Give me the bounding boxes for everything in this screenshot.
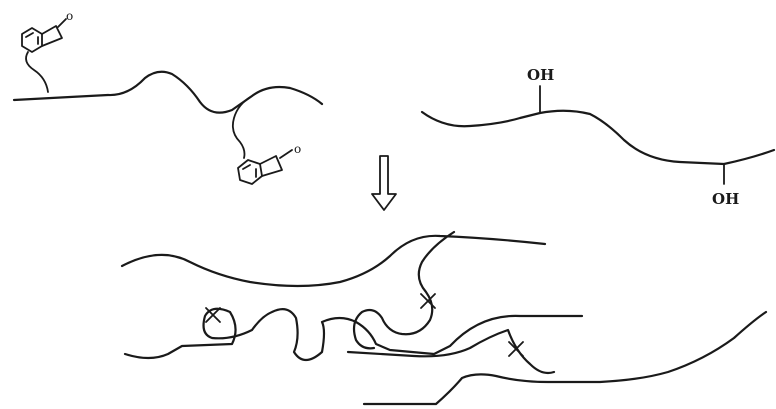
network-chain-1 [120, 234, 547, 288]
hydroxyl-polymer: OH OH [420, 66, 776, 208]
polymer-backbone-2 [420, 109, 776, 166]
ketone-oxygen-bottom: o [294, 142, 301, 156]
network-chain-2 [123, 307, 584, 362]
hydroxyl-label-top: OH [527, 66, 554, 84]
polymer-backbone-1 [12, 70, 324, 114]
network-chain-5 [362, 310, 768, 406]
benzocyclobutenone-top: o [21, 9, 73, 93]
network-chain-3 [352, 230, 456, 350]
crosslink-mark-3 [508, 341, 524, 357]
crosslink-mark-2 [420, 293, 436, 309]
hydroxyl-label-bottom: OH [712, 190, 739, 208]
crosslink-mark-1 [205, 307, 221, 323]
down-arrow-icon [371, 155, 397, 211]
network-chain-4 [346, 328, 556, 375]
ketone-oxygen-top: o [66, 9, 73, 23]
crosslinked-network [120, 230, 768, 406]
bcb-polymer: o o [12, 9, 324, 185]
benzocyclobutenone-bottom: o [237, 142, 301, 185]
